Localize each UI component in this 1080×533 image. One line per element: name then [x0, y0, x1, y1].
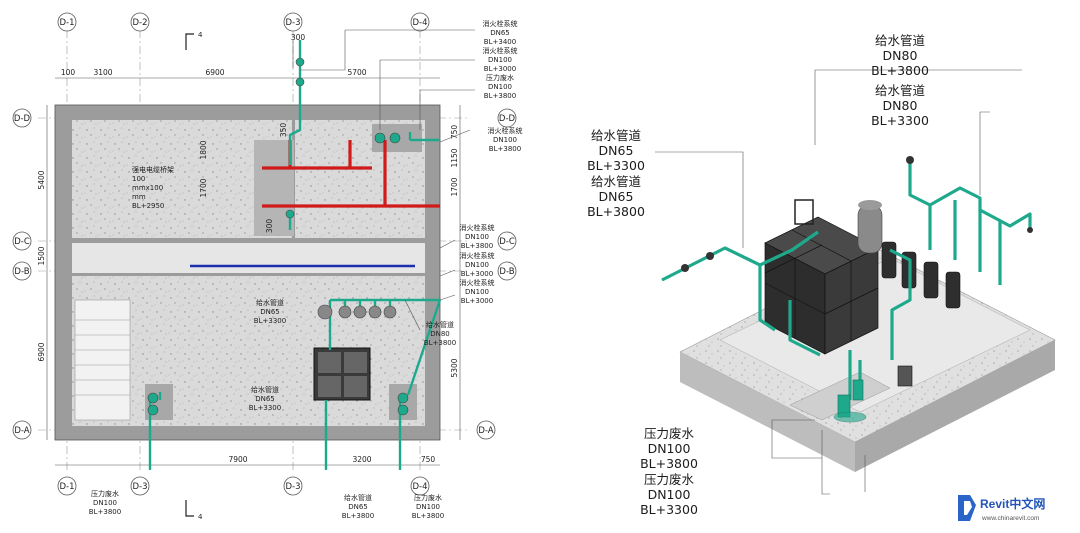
axis-left-d: D-D	[12, 108, 32, 128]
dim-left-1: 5400	[37, 170, 46, 189]
svg-text:D-D: D-D	[499, 114, 516, 124]
svg-text:D-C: D-C	[14, 237, 30, 247]
floor-plan-drawing: D-1 D-2 D-3 D-4 D-1 D-3 D-3 D-4 D-D D-C …	[12, 12, 523, 521]
dim-bottom-2: 3200	[352, 455, 371, 464]
axis-bottom-1: D-1	[57, 476, 77, 496]
axis-bottom-3: D-3	[283, 476, 303, 496]
axis-bottom-4: D-4	[410, 476, 430, 496]
svg-text:D-1: D-1	[59, 18, 74, 28]
dim-inner-5: 300	[265, 219, 274, 234]
equipment-slab	[254, 140, 294, 236]
plan-leaders	[300, 29, 475, 331]
svg-text:D-D: D-D	[14, 114, 31, 124]
dim-left-2: 1500	[37, 246, 46, 265]
svg-text:D-B: D-B	[499, 267, 514, 277]
cable-tray-label: 强电电缆桥架 100 mmx100 mm BL+2950	[132, 165, 176, 210]
dim-right-2: 1150	[450, 148, 459, 167]
dim-top-2: 3100	[93, 68, 112, 77]
dim-left-3: 6900	[37, 342, 46, 361]
iso-sump-pipes	[833, 379, 867, 423]
dim-top-3: 6900	[205, 68, 224, 77]
section-mark-bottom: 4	[198, 513, 203, 521]
fire-hydrant-pipes	[262, 140, 440, 208]
dim-inner-4: 350	[279, 123, 288, 138]
dimension-texts: 100 3100 6900 5700 7900 3200 750 5400 15…	[37, 33, 459, 464]
svg-text:D-A: D-A	[14, 426, 29, 436]
section-marks: 4 4	[185, 31, 203, 521]
axis-bottom-2: D-3	[130, 476, 150, 496]
axis-right-c: D-C	[497, 231, 517, 251]
dim-bottom-3: 750	[421, 455, 436, 464]
axis-top-2: D-2	[130, 12, 150, 32]
revit-watermark: Revit中文网 www.chinarevit.com	[958, 495, 1045, 522]
water-pipes	[148, 40, 442, 470]
svg-text:D-A: D-A	[478, 426, 493, 436]
watermark-brand: Revit中文网	[980, 496, 1045, 511]
axis-right-b: D-B	[497, 261, 517, 281]
axis-left-b: D-B	[12, 261, 32, 281]
dim-inner-3: 300	[291, 33, 306, 42]
dim-inner-2: 1700	[199, 178, 208, 197]
pump-group	[147, 57, 409, 416]
iso-water-pipes	[661, 160, 1032, 400]
svg-text:D-3: D-3	[285, 482, 300, 492]
dim-bottom-1: 7900	[228, 455, 247, 464]
stair-treads	[75, 319, 130, 396]
corridor	[72, 243, 425, 273]
svg-text:D-4: D-4	[412, 482, 427, 492]
watermark-url: www.chinarevit.com	[981, 515, 1039, 522]
water-tank-plan	[313, 347, 371, 401]
stair	[74, 299, 131, 421]
dimension-lines	[46, 40, 461, 466]
axis-right-a: D-A	[476, 420, 496, 440]
dim-right-1: 750	[450, 125, 459, 140]
dim-top-1: 100	[61, 68, 76, 77]
svg-text:D-1: D-1	[59, 482, 74, 492]
svg-text:D-2: D-2	[132, 18, 147, 28]
iso-water-tank	[764, 199, 879, 355]
axis-left-a: D-A	[12, 420, 32, 440]
dim-right-4: 5300	[450, 358, 459, 377]
axis-top-4: D-4	[410, 12, 430, 32]
iso-valves	[681, 156, 1033, 272]
svg-text:D-4: D-4	[412, 18, 427, 28]
iso-leaders	[655, 69, 1022, 495]
iso-pressure-tank	[857, 200, 883, 254]
svg-text:D-C: D-C	[499, 237, 515, 247]
dim-right-3: 1700	[450, 177, 459, 196]
section-mark-top: 4	[198, 31, 203, 39]
axis-bubbles: D-1 D-2 D-3 D-4 D-1 D-3 D-3 D-4 D-D D-C …	[12, 12, 517, 496]
axis-top-3: D-3	[283, 12, 303, 32]
dim-inner-1: 1800	[199, 140, 208, 159]
dim-top-4: 5700	[347, 68, 366, 77]
svg-text:D-3: D-3	[132, 482, 147, 492]
axis-left-c: D-C	[12, 231, 32, 251]
axis-right-d: D-D	[497, 108, 517, 128]
svg-text:D-3: D-3	[285, 18, 300, 28]
svg-text:D-B: D-B	[14, 267, 29, 277]
axis-top-1: D-1	[57, 12, 77, 32]
